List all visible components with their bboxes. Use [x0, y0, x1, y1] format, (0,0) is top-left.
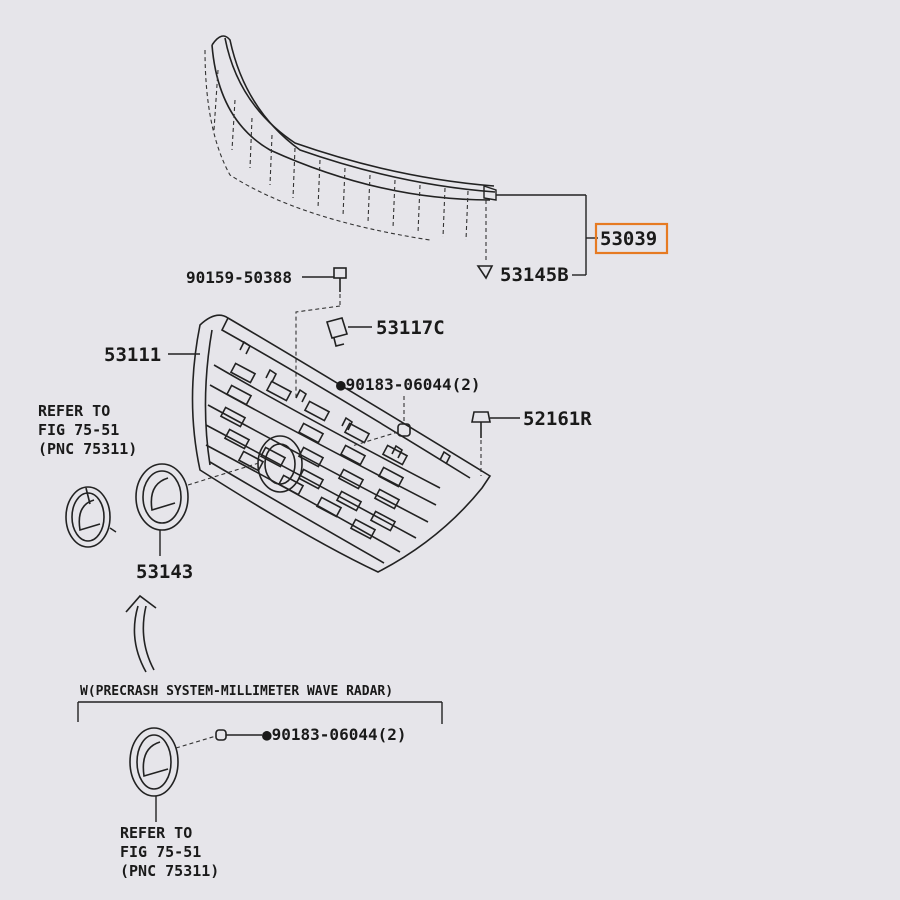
callout-90183-06044-upper[interactable]: ●90183-06044(2)	[336, 375, 481, 394]
callout-53111[interactable]: 53111	[104, 344, 161, 366]
screw-90159-50388	[295, 267, 347, 400]
callout-53143[interactable]: 53143	[136, 561, 193, 583]
refer-bottom-line-1: REFER TO	[120, 824, 192, 842]
callout-90159-50388[interactable]: 90159-50388	[186, 268, 292, 287]
clip-53145b	[476, 265, 494, 280]
refer-left-line-2: FIG 75-51	[38, 421, 119, 439]
radar-emblem	[129, 727, 217, 822]
refer-bottom-line-3: (PNC 75311)	[120, 862, 219, 880]
bolt-52161r	[471, 411, 520, 476]
highlight-box-53039	[594, 222, 669, 255]
retainer-53117c	[325, 317, 372, 347]
refer-left-line-1: REFER TO	[38, 402, 110, 420]
arrow-up-icon	[125, 594, 157, 673]
refer-emblem-left	[65, 486, 117, 548]
callout-90183-06044-lower[interactable]: ●90183-06044(2)	[262, 725, 407, 744]
emblem-53143	[135, 461, 263, 556]
refer-left-line-3: (PNC 75311)	[38, 440, 137, 458]
callout-53145b[interactable]: 53145B	[500, 264, 569, 286]
callout-bracket-53039	[496, 194, 598, 276]
variant-note: W(PRECRASH SYSTEM-MILLIMETER WAVE RADAR)	[80, 684, 393, 699]
callout-53117c[interactable]: 53117C	[376, 317, 445, 339]
grille-53111	[168, 314, 492, 573]
refer-bottom-line-2: FIG 75-51	[120, 843, 201, 861]
callout-53039[interactable]: 53039	[600, 228, 657, 250]
variant-bracket	[77, 701, 443, 724]
callout-52161r[interactable]: 52161R	[523, 408, 592, 430]
upper-molding-strip	[204, 35, 497, 262]
nut-lower	[215, 729, 262, 741]
